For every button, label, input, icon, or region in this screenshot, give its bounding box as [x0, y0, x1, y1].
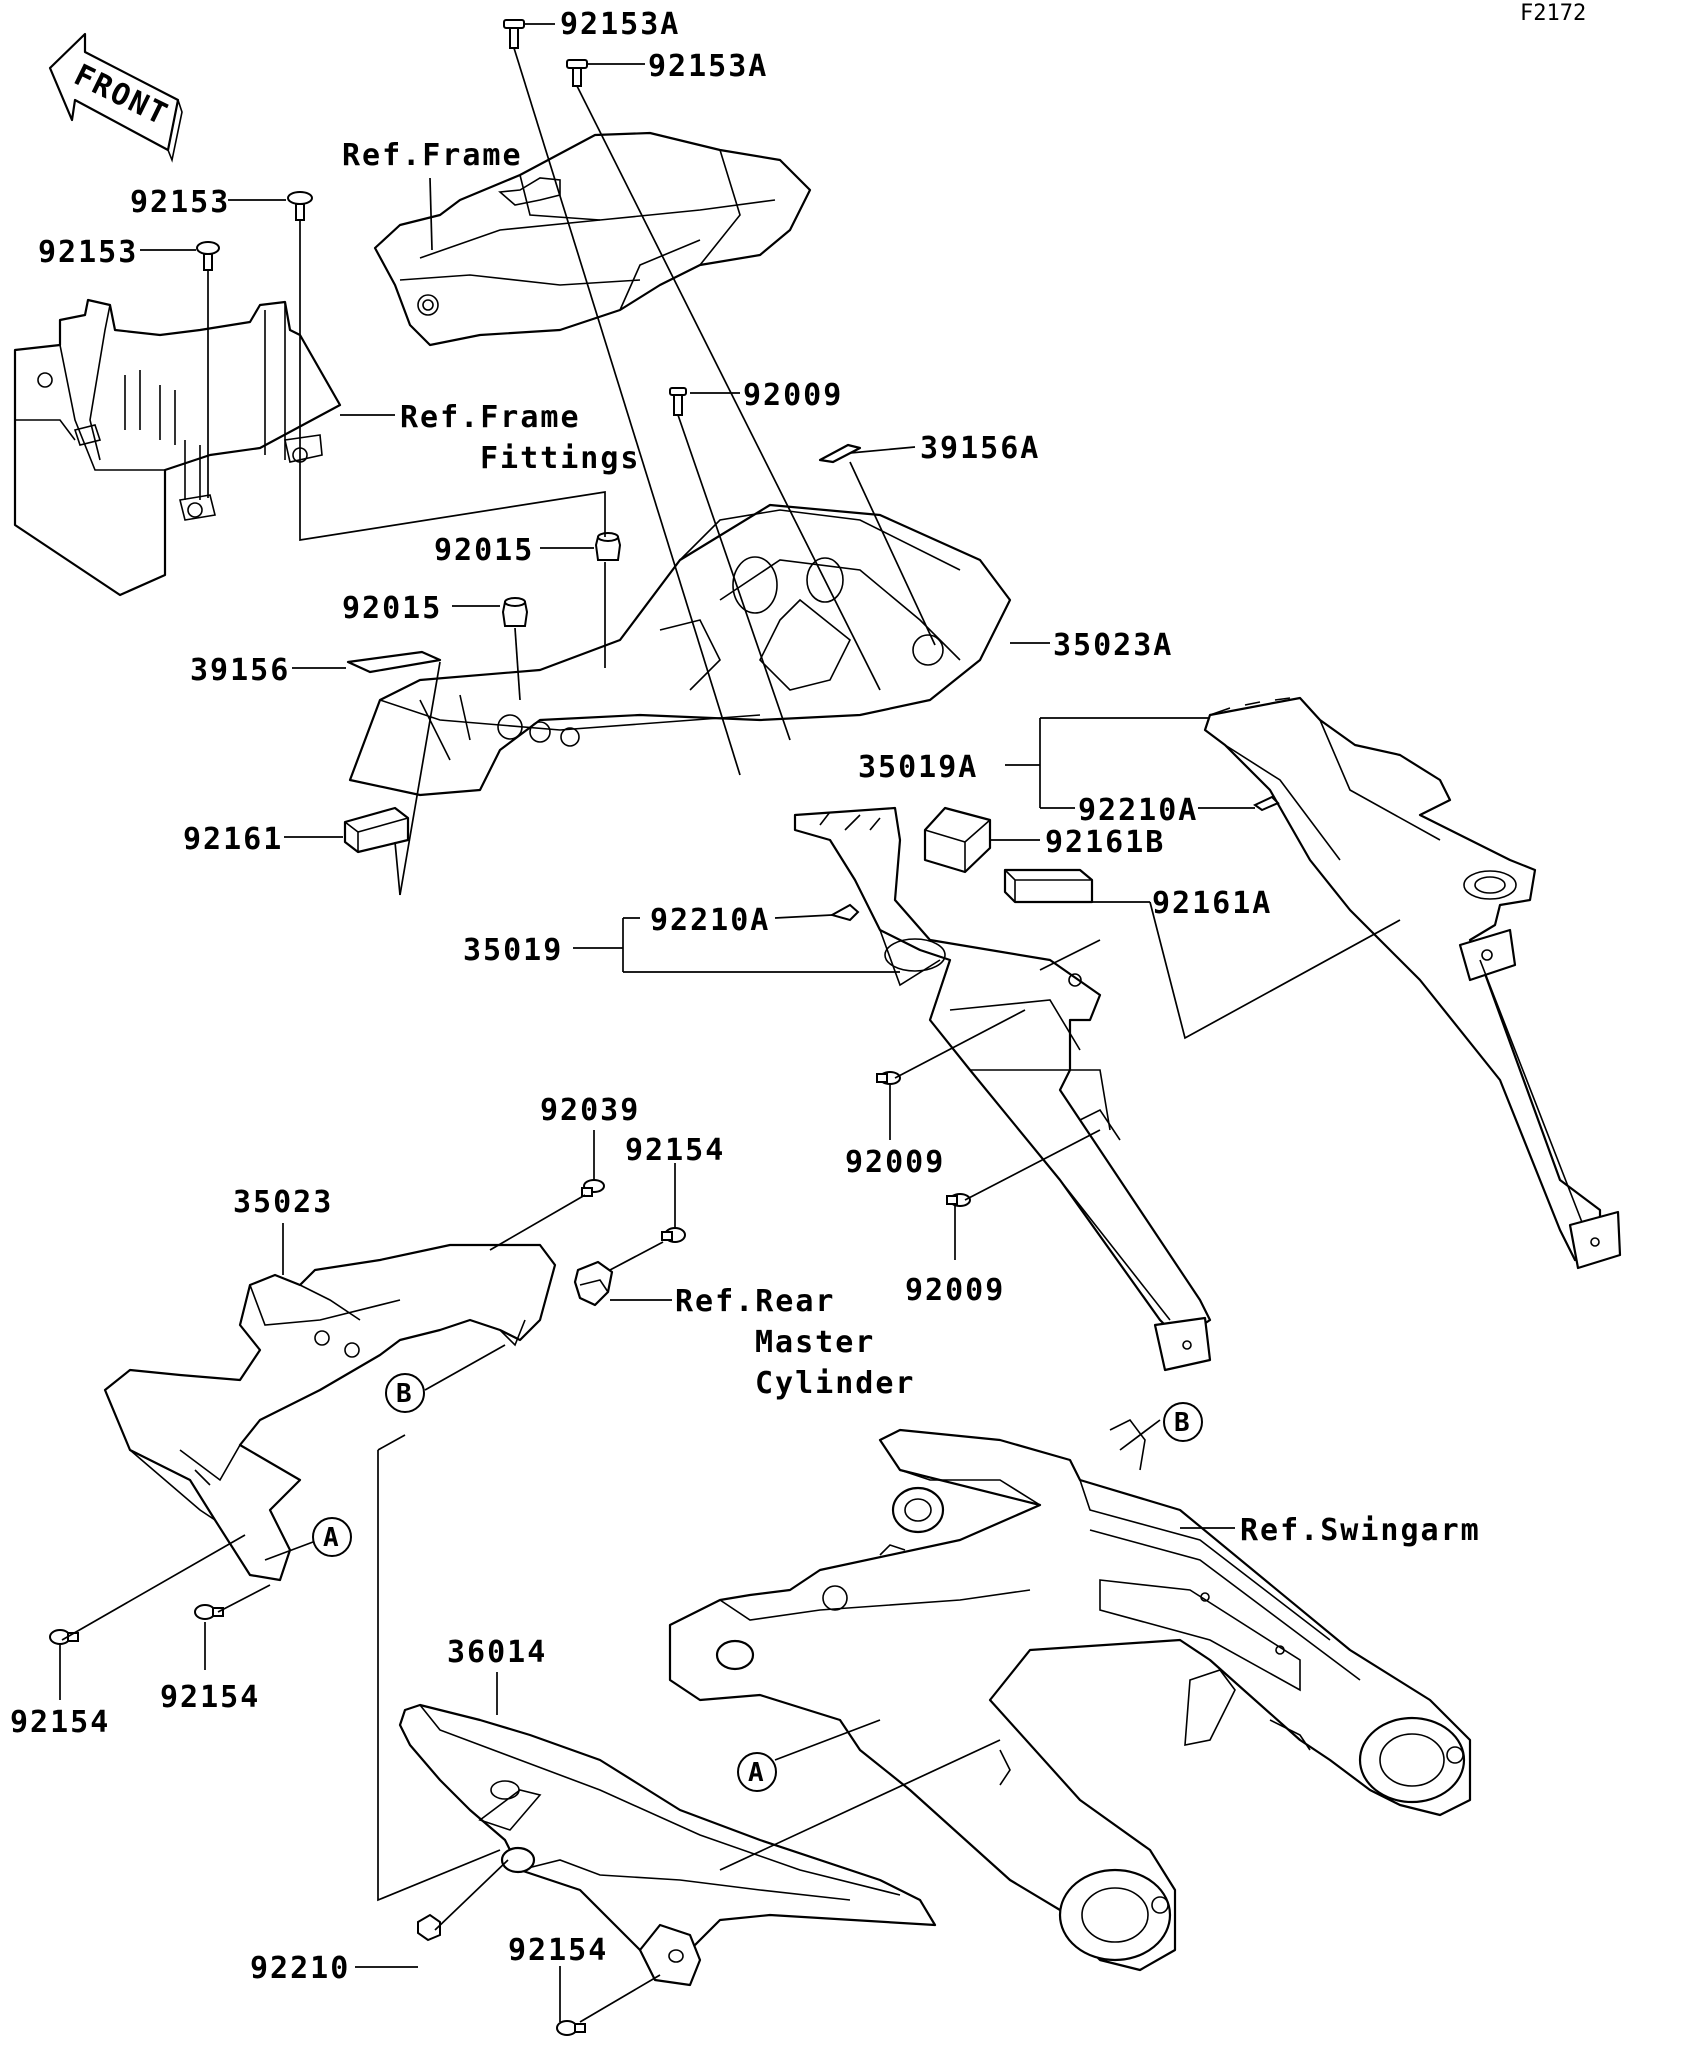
label-92154-left2: 92154	[160, 1680, 260, 1715]
block-92161-part	[343, 806, 410, 854]
label-92210A-right: 92210A	[1078, 793, 1198, 828]
label-92154-top: 92154	[625, 1133, 725, 1168]
chain-cover-36014-part	[398, 1703, 937, 1987]
label-92153-2: 92153	[38, 235, 138, 270]
label-92210A-left: 92210A	[650, 903, 770, 938]
label-ref-frame-fittings-2: Fittings	[480, 441, 641, 476]
label-35023A: 35023A	[1053, 628, 1173, 663]
chain-guard-35023-part	[103, 1243, 557, 1582]
nut-92210-part	[417, 1913, 441, 1942]
rear-master-cylinder-bracket	[573, 1260, 614, 1307]
label-36014: 36014	[447, 1635, 547, 1670]
label-35019: 35019	[463, 933, 563, 968]
pad-39156-part	[346, 650, 442, 674]
grommet-92015-lower	[501, 597, 529, 627]
bolt-92153-2	[196, 241, 220, 271]
label-92161A: 92161A	[1152, 886, 1272, 921]
leader-lines	[59, 23, 1401, 2023]
bolt-92153A-2	[566, 59, 588, 87]
svg-text:B: B	[1174, 1408, 1190, 1438]
callout-a-upper: A	[312, 1517, 352, 1557]
bolt-92153A-1	[503, 19, 525, 49]
label-92015-1: 92015	[434, 533, 534, 568]
rear-fender-35019-part	[793, 806, 1212, 1372]
label-92161: 92161	[183, 822, 283, 857]
bolt-92154-bottom	[556, 2020, 586, 2036]
callout-b-lower: B	[1163, 1402, 1203, 1442]
callout-b-upper: B	[385, 1373, 425, 1413]
label-35023: 35023	[233, 1185, 333, 1220]
label-ref-rear-master-2: Master	[755, 1325, 875, 1360]
part-labels: 92153A 92153A Ref.Frame 92153 92153 Ref.…	[10, 7, 1481, 1986]
pad-39156A-part	[818, 443, 862, 464]
label-92154-bottom: 92154	[508, 1933, 608, 1968]
label-ref-frame-top: Ref.Frame	[342, 138, 523, 173]
label-ref-swingarm: Ref.Swingarm	[1240, 1513, 1481, 1548]
callout-a-lower: A	[737, 1752, 777, 1792]
rear-fender-35019A-part	[1203, 696, 1622, 1270]
label-ref-frame-fittings-1: Ref.Frame	[400, 400, 581, 435]
label-92161B: 92161B	[1045, 825, 1165, 860]
label-92015-2: 92015	[342, 591, 442, 626]
block-92161B-part	[923, 806, 992, 874]
label-ref-rear-master-1: Ref.Rear	[675, 1284, 836, 1319]
label-92153A-2: 92153A	[648, 49, 768, 84]
svg-text:A: A	[323, 1523, 339, 1553]
label-ref-rear-master-3: Cylinder	[755, 1366, 916, 1401]
svg-text:B: B	[396, 1379, 412, 1409]
bolt-92154-left1	[49, 1629, 79, 1645]
bolt-92039	[581, 1179, 605, 1197]
label-35019A: 35019A	[858, 750, 978, 785]
label-39156A: 39156A	[920, 431, 1040, 466]
label-92009-mid: 92009	[845, 1145, 945, 1180]
label-92153A-1: 92153A	[560, 7, 680, 42]
bolt-92153-1	[287, 191, 313, 221]
label-92154-left1: 92154	[10, 1705, 110, 1740]
grommet-92015-upper	[594, 532, 622, 561]
diagram-code: F2172	[1520, 1, 1586, 26]
label-92009-low: 92009	[905, 1273, 1005, 1308]
clip-92210A-left	[829, 903, 860, 922]
block-92161A-part	[1003, 868, 1094, 904]
svg-text:A: A	[748, 1758, 764, 1788]
label-92210: 92210	[250, 1951, 350, 1986]
bolt-92009-mid	[876, 1071, 901, 1085]
clip-92210A-right	[1253, 795, 1280, 812]
bolt-92009-low	[946, 1193, 971, 1207]
bolt-92154-top	[661, 1227, 686, 1243]
front-arrow-icon: FRONT	[48, 32, 183, 163]
label-92039: 92039	[540, 1093, 640, 1128]
label-92153-1: 92153	[130, 185, 230, 220]
label-92009-top: 92009	[743, 378, 843, 413]
seat-cowl-35023A-part	[348, 503, 1012, 797]
frame-fittings-part	[13, 298, 342, 597]
swingarm-part	[668, 1418, 1472, 1972]
label-39156: 39156	[190, 653, 290, 688]
frame-part	[373, 131, 812, 347]
bolt-92009-top	[669, 387, 687, 416]
